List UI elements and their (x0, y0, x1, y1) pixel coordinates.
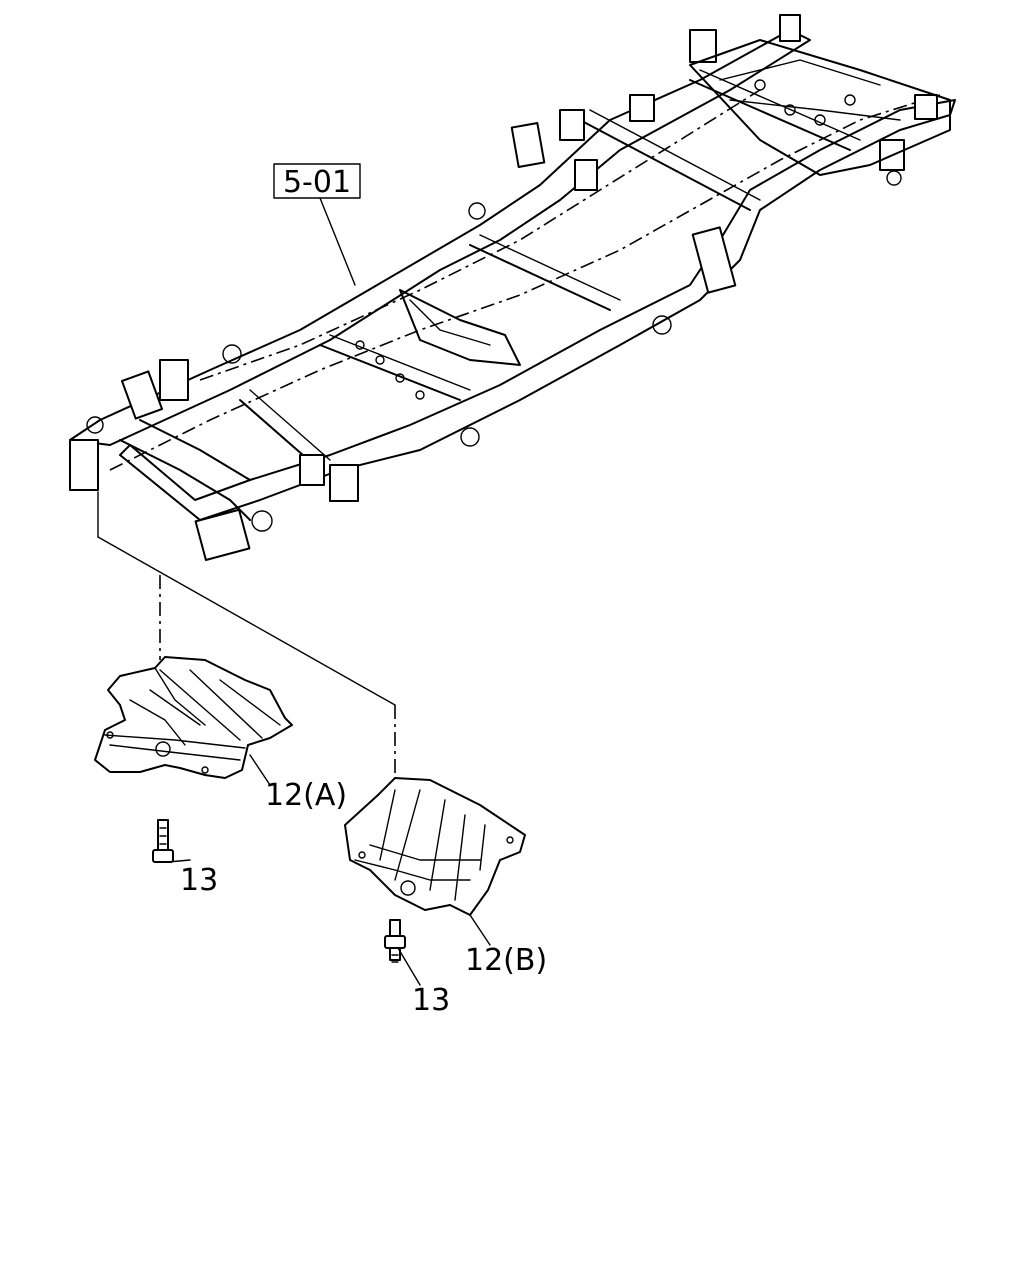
skid-plate-a: 12(A) (94, 656, 347, 813)
callout-guard-b: 12(B) (465, 943, 547, 978)
chassis-frame (69, 14, 956, 562)
skid-plate-b: 12(B) (344, 777, 547, 978)
callout-frame-label: 5-01 (283, 165, 351, 200)
bolt-a: 13 (152, 819, 218, 898)
callout-bolt-a: 13 (180, 863, 218, 898)
callout-frame: 5-01 (273, 163, 361, 286)
callout-bolt-b: 13 (412, 983, 450, 1018)
callout-guard-a: 12(A) (265, 778, 347, 813)
mounting-leaders (97, 491, 396, 780)
bolt-b: 13 (384, 919, 450, 1018)
